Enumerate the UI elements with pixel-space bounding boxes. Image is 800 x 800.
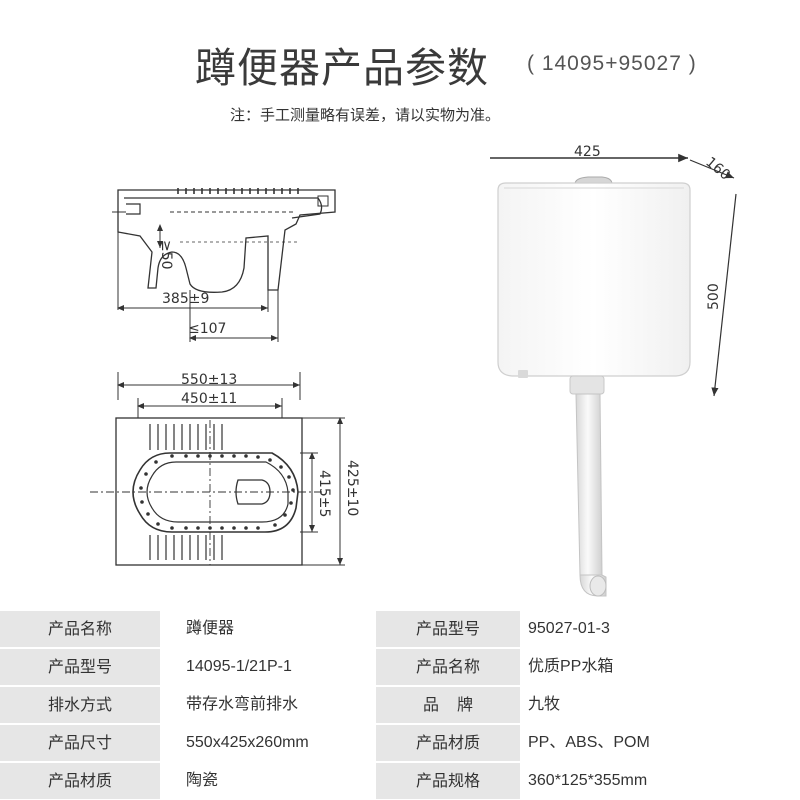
dim-depth: 385±9 [162, 291, 209, 307]
spec-value: 带存水弯前排水 [186, 696, 299, 713]
dim-tank-height: 500 [706, 283, 722, 310]
spec-table: 产品名称 蹲便器 产品型号 95027-01-3 产品型号 14095-1/21… [0, 611, 800, 800]
spec-label: 产品型号 [0, 649, 160, 685]
page-title: 蹲便器产品参数 [195, 44, 489, 92]
dim-outlet: ≤107 [188, 321, 226, 337]
table-row: 产品尺寸 550x425x260mm 产品材质 PP、ABS、POM [0, 725, 800, 761]
spec-value: 550x425x260mm [186, 734, 309, 751]
spec-label: 产品名称 [0, 611, 160, 647]
spec-value: PP、ABS、POM [528, 734, 650, 751]
spec-value: 九牧 [528, 696, 561, 713]
dim-tank-depth: 160 [702, 154, 733, 183]
water-tank-image [490, 153, 737, 597]
spec-value: 陶瓷 [186, 772, 219, 789]
header: 蹲便器产品参数 ( 14095+95027 ) [0, 30, 800, 92]
spec-value: 蹲便器 [186, 620, 235, 637]
side-section-drawing [112, 188, 336, 342]
spec-value: 优质PP水箱 [528, 658, 614, 675]
measurement-note: 注：手工测量略有误差，请以实物为准。 [230, 106, 501, 124]
technical-drawings: ≥50 385±9 ≤107 550±13 450±11 415±5 [90, 144, 737, 597]
spec-label: 产品规格 [376, 763, 520, 799]
spec-value: 95027-01-3 [528, 620, 610, 637]
spec-label: 产品尺寸 [0, 725, 160, 761]
spec-value: 14095-1/21P-1 [186, 658, 292, 675]
dim-drop: ≥50 [158, 240, 174, 270]
dim-tank-width: 425 [574, 144, 601, 160]
spec-label: 排水方式 [0, 687, 160, 723]
spec-label: 产品名称 [376, 649, 520, 685]
dim-outer-width: 550±13 [181, 372, 237, 388]
spec-label: 产品材质 [376, 725, 520, 761]
table-row: 产品材质 陶瓷 产品规格 360*125*355mm [0, 763, 800, 799]
table-row: 产品名称 蹲便器 产品型号 95027-01-3 [0, 611, 800, 647]
spec-value: 360*125*355mm [528, 772, 648, 789]
spec-label: 产品材质 [0, 763, 160, 799]
model-numbers: ( 14095+95027 ) [527, 52, 697, 75]
spec-label: 产品型号 [376, 611, 520, 647]
table-row: 产品型号 14095-1/21P-1 产品名称 优质PP水箱 [0, 649, 800, 685]
top-view-drawing [90, 372, 345, 566]
table-row: 排水方式 带存水弯前排水 品牌 九牧 [0, 687, 800, 723]
spec-label: 品牌 [376, 687, 520, 723]
dim-outer-height: 425±10 [344, 460, 360, 516]
dim-inner-height: 415±5 [316, 470, 332, 517]
dim-inner-width: 450±11 [181, 391, 237, 407]
